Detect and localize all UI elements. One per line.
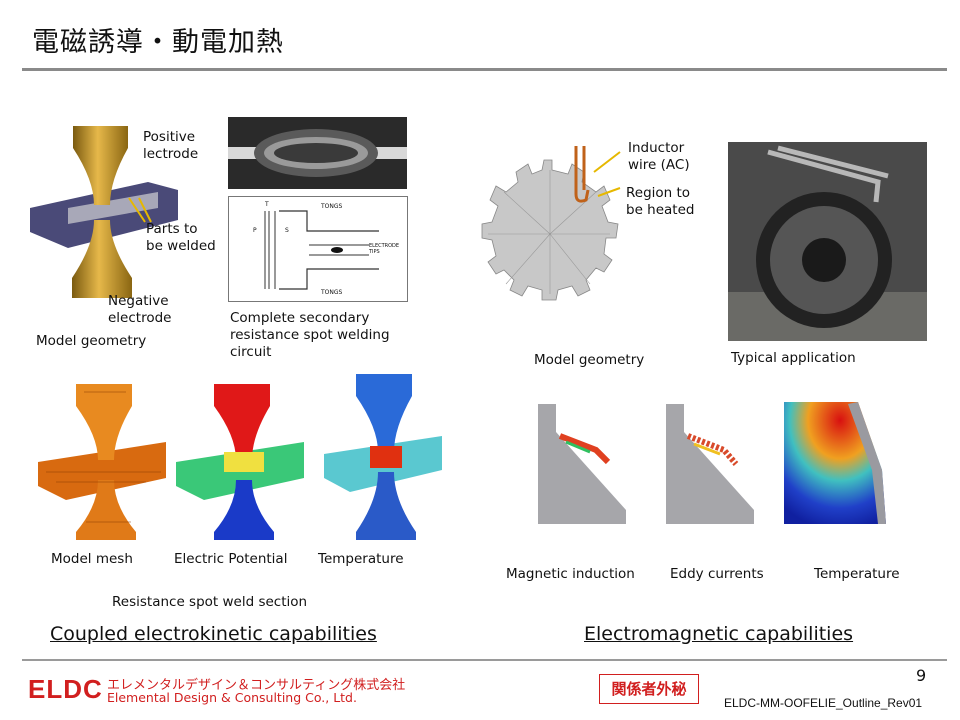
- electric-potential-label: Electric Potential: [174, 551, 288, 567]
- confidential-stamp: 関係者外秘: [599, 674, 699, 704]
- weld-section-photo: [228, 117, 407, 189]
- circuit-tongs-top: TONGS: [321, 203, 343, 210]
- model-mesh-label: Model mesh: [51, 551, 133, 567]
- circuit-s: S: [285, 227, 289, 234]
- section-caption: Resistance spot weld section: [112, 594, 308, 610]
- circuit-p: P: [253, 227, 257, 234]
- magnetic-induction-figure: [538, 404, 626, 524]
- eddy-currents-figure: [666, 404, 754, 524]
- model-mesh-figure: [38, 384, 166, 540]
- circuit-electrode-tips: ELECTRODE TIPS: [369, 243, 400, 255]
- company-name-en: Elemental Design & Consulting Co., Ltd.: [107, 690, 357, 705]
- temperature-label-right: Temperature: [814, 566, 900, 582]
- region-to-be-heated-label: Region to be heated: [626, 185, 695, 218]
- electric-potential-figure: [176, 384, 304, 540]
- bottom-divider: [22, 659, 947, 661]
- negative-electrode-label: Negative electrode: [108, 293, 172, 326]
- circuit-tongs-bottom: TONGS: [321, 289, 343, 296]
- temperature-label-left: Temperature: [318, 551, 404, 567]
- magnetic-induction-label: Magnetic induction: [506, 566, 635, 582]
- electrode-model-figure: [30, 126, 178, 298]
- typical-application-photo: [728, 142, 927, 341]
- right-section-heading: Electromagnetic capabilities: [584, 623, 854, 645]
- top-divider: [22, 68, 947, 71]
- document-id: ELDC-MM-OOFELIE_Outline_Rev01: [724, 696, 923, 710]
- callout-line-right: [593, 151, 621, 197]
- left-section-heading: Coupled electrokinetic capabilities: [50, 623, 377, 645]
- circuit-t1: T: [265, 201, 269, 208]
- eldc-logo: ELDC: [28, 674, 103, 704]
- parts-to-be-welded-label: Parts to be welded: [146, 221, 216, 254]
- typical-application-label: Typical application: [731, 350, 856, 366]
- gear-model-figure: [481, 146, 619, 301]
- left-model-geometry-label: Model geometry: [36, 333, 147, 349]
- welding-circuit-diagram: TONGS TONGS T P S ELECTRODE TIPS: [228, 196, 408, 302]
- temperature-figure-right: [784, 402, 886, 524]
- inductor-wire-label: Inductor wire (AC): [628, 140, 690, 173]
- positive-electrode-label: Positive lectrode: [143, 129, 199, 162]
- slide-title: 電磁誘導・動電加熱: [32, 27, 284, 58]
- circuit-caption: Complete secondary resistance spot weldi…: [230, 310, 390, 360]
- eddy-currents-label: Eddy currents: [670, 566, 764, 582]
- callout-line: [128, 197, 152, 223]
- temperature-figure-left: [324, 374, 442, 540]
- right-model-geometry-label: Model geometry: [534, 352, 645, 368]
- page-number: 9: [916, 666, 927, 685]
- company-name-jp: エレメンタルデザイン＆コンサルティング株式会社: [107, 678, 406, 693]
